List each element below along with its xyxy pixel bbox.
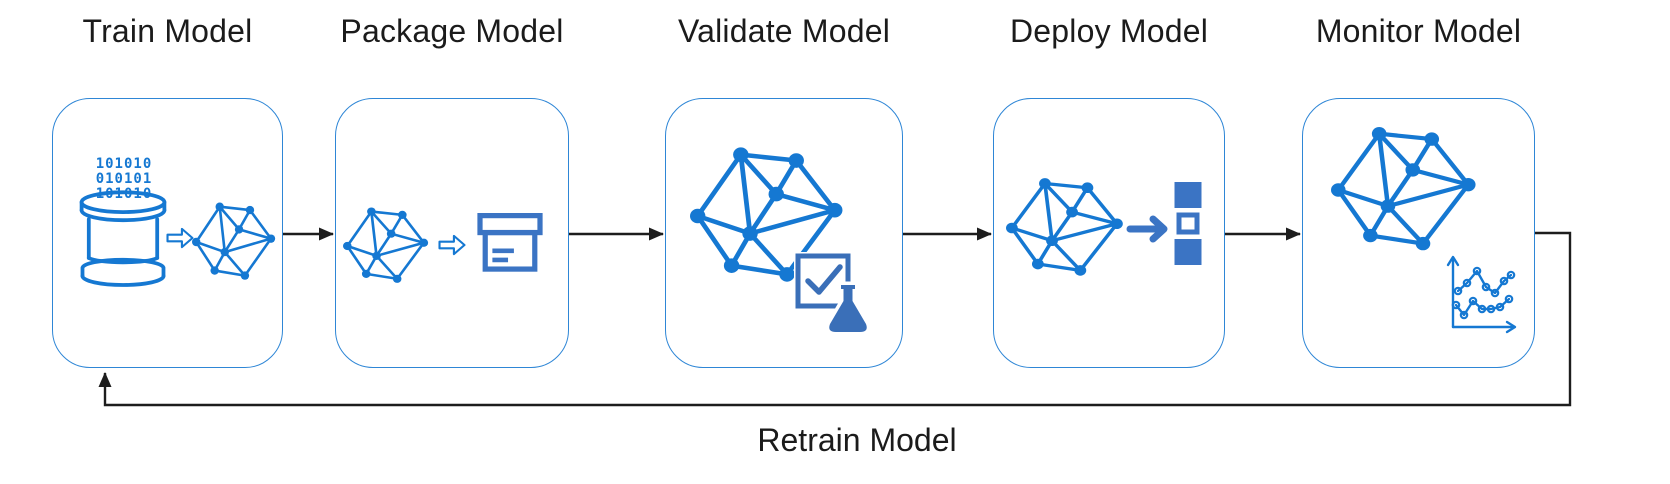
network-mesh-icon: [343, 206, 429, 285]
flask-icon: [825, 281, 870, 336]
stage-card-train: 101010 010101 101010: [52, 98, 283, 368]
binary-row: 010101: [95, 171, 153, 187]
stage-validate: Validate Model: [665, 0, 903, 484]
network-mesh-icon: [1331, 123, 1477, 257]
stage-card-monitor: [1302, 98, 1535, 368]
hollow-arrow-right-icon: [166, 227, 194, 249]
stage-card-deploy: [993, 98, 1225, 368]
line-chart-icon: [1446, 255, 1517, 334]
validate-badge: [794, 252, 870, 336]
stage-monitor: Monitor Model: [1302, 0, 1535, 484]
network-mesh-icon: [1006, 176, 1124, 278]
package-box-icon: [477, 213, 543, 272]
stage-package: Package Model: [335, 0, 569, 484]
stage-title-monitor: Monitor Model: [1315, 13, 1522, 49]
stage-title-validate: Validate Model: [677, 13, 891, 49]
check-square-icon: [794, 252, 854, 312]
stage-title-package: Package Model: [340, 13, 564, 49]
stage-card-package: [335, 98, 569, 368]
binary-row: 101010: [95, 156, 153, 172]
hollow-arrow-right-icon: [438, 234, 466, 256]
stage-card-validate: [665, 98, 903, 368]
retrain-loop-label: Retrain Model: [757, 422, 957, 458]
network-mesh-icon: [192, 201, 276, 282]
stage-title-train: Train Model: [82, 13, 253, 49]
stage-deploy: Deploy Model: [993, 0, 1225, 484]
database-icon: [79, 190, 167, 287]
arrow-right-icon: [1126, 215, 1168, 243]
stacked-squares-icon: [1174, 182, 1202, 265]
stage-train: Train Model 101010 010101 101010: [52, 0, 283, 484]
stage-title-deploy: Deploy Model: [1009, 13, 1209, 49]
